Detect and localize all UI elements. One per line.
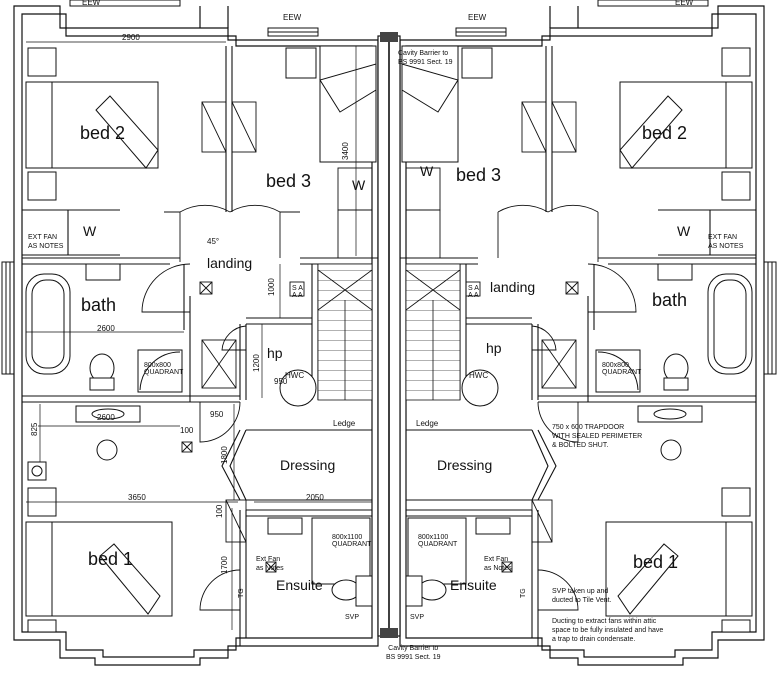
room-label-hp-left: hp (267, 345, 283, 361)
dimension-lines (26, 41, 372, 630)
room-label-landing-right: landing (490, 279, 536, 295)
party-wall (377, 32, 401, 638)
dim-100-a: 100 (180, 426, 194, 435)
tg-left: TG (238, 588, 245, 598)
angle-45: 45° (207, 237, 220, 246)
eew-label-left: EEW (283, 13, 302, 22)
dim-825: 825 (30, 422, 39, 436)
side-windows (1, 261, 777, 375)
dim-2050: 2050 (306, 493, 324, 502)
fans-and-detectors (181, 281, 579, 573)
wardrobe-w-center-left: W (352, 177, 366, 193)
tg-right: TG (520, 588, 527, 598)
room-label-landing-left: landing (207, 255, 253, 271)
wardrobe-w-center-right: W (420, 163, 434, 179)
room-label-bed1-left: bed 1 (88, 549, 134, 569)
dim-2600-bath: 2600 (97, 324, 115, 333)
room-label-bed3-right: bed 3 (456, 165, 502, 185)
dim-950-hp: 950 (274, 377, 288, 386)
dim-2900: 2900 (122, 33, 140, 42)
dim-2600-bed1: 2600 (97, 413, 115, 422)
stairs (317, 263, 461, 401)
wardrobe-w-left: W (83, 223, 97, 239)
dim-100-b: 100 (215, 504, 224, 518)
dim-3650: 3650 (128, 493, 146, 502)
room-label-dressing-left: Dressing (280, 457, 336, 473)
eew-label-top-left: EEW (82, 0, 101, 7)
room-label-ensuite-left: Ensuite (276, 577, 323, 593)
room-label-bed2-left: bed 2 (80, 123, 126, 143)
room-label-bed3-left: bed 3 (266, 171, 312, 191)
dim-3400: 3400 (341, 142, 350, 160)
wardrobes (201, 101, 577, 543)
svp-left: SVP (345, 614, 360, 621)
wardrobe-w-right: W (677, 223, 691, 239)
dim-1800: 1800 (220, 446, 229, 464)
dim-1000: 1000 (267, 278, 276, 296)
room-label-bed2-right: bed 2 (642, 123, 688, 143)
ledge-right: Ledge (416, 419, 439, 428)
dim-950-b: 950 (210, 410, 224, 419)
eew-label-right: EEW (468, 13, 487, 22)
hwc-left: HWC (285, 371, 305, 380)
room-label-ensuite-right: Ensuite (450, 577, 497, 593)
beds (25, 45, 753, 633)
dim-1700: 1700 (220, 556, 229, 574)
room-label-bath-left: bath (81, 295, 117, 315)
room-label-bed1-right: bed 1 (633, 552, 679, 572)
top-windows (69, 0, 709, 37)
sanitaryware (25, 263, 753, 607)
eew-label-top-right: EEW (675, 0, 694, 7)
hwc-right: HWC (469, 371, 489, 380)
room-label-bath-right: bath (652, 290, 688, 310)
room-label-dressing-right: Dressing (437, 457, 493, 473)
room-label-hp-right: hp (486, 340, 502, 356)
svp-right: SVP (410, 614, 425, 621)
external-walls (13, 5, 765, 666)
dim-1200: 1200 (252, 354, 261, 372)
ledge-left: Ledge (333, 419, 356, 428)
